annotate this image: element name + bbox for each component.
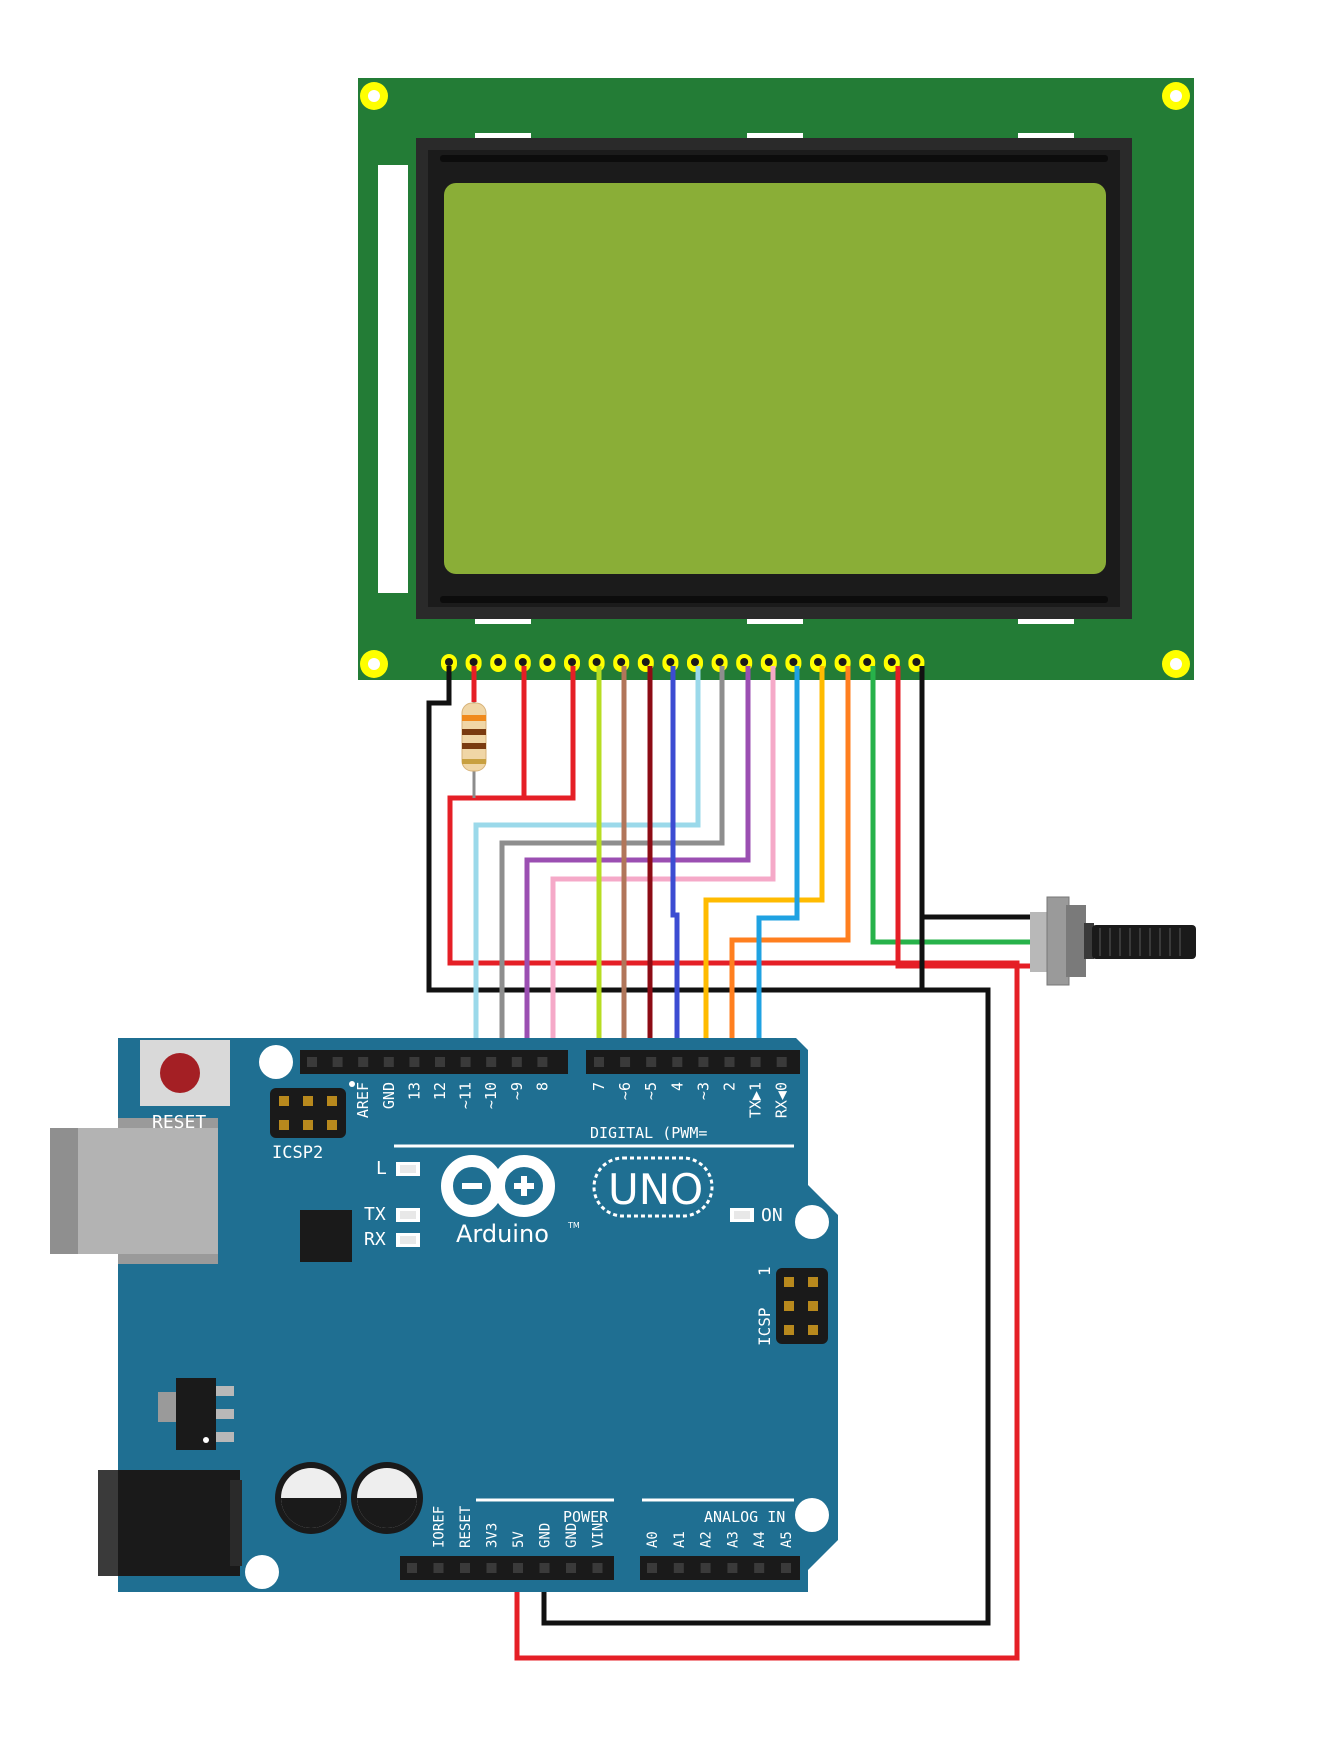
lcd-pin (613, 654, 630, 672)
pin-label: ~10 (482, 1082, 500, 1109)
wire-lcd-to-d10 (499, 666, 725, 1063)
pin-label: ~9 (508, 1082, 526, 1100)
voltage-regulator (158, 1378, 234, 1450)
analog-header (640, 1556, 800, 1580)
power-label: POWER (563, 1508, 609, 1526)
icsp-pin1-label: 1 (755, 1266, 774, 1276)
lcd-header-pins (441, 654, 925, 672)
icsp-header (776, 1268, 828, 1344)
pin-label: 7 (590, 1082, 608, 1091)
capacitor-2 (351, 1462, 423, 1534)
icsp2-header (270, 1081, 355, 1138)
wire-lcd-to-d3 (703, 666, 825, 1063)
lcd-pin (441, 654, 457, 672)
board-pcb (118, 1038, 838, 1592)
microcontroller-chip (300, 1210, 352, 1262)
pin-label: ~3 (694, 1082, 712, 1100)
lcd-screen (444, 183, 1106, 574)
capacitor-1 (275, 1462, 347, 1534)
pin-label: ~6 (616, 1082, 634, 1100)
led-l: L (376, 1158, 420, 1179)
digital-label: DIGITAL (PWM= (590, 1124, 707, 1142)
pin-label: 13 (405, 1082, 423, 1100)
lcd-pin (662, 654, 679, 672)
lcd-backlight-strip (378, 165, 408, 593)
pin-label: TX▶1 (747, 1082, 765, 1118)
power-jack (98, 1470, 242, 1576)
pin-label: 5V (511, 1531, 527, 1548)
icsp2-label: ICSP2 (272, 1143, 323, 1163)
pin-label: A0 (645, 1531, 661, 1548)
pin-label: IOREF (432, 1506, 448, 1548)
led-tx: TX (364, 1204, 420, 1225)
usb-connector (50, 1118, 218, 1264)
led-on: ON (730, 1205, 783, 1226)
pin-label: GND (538, 1523, 554, 1548)
lcd-mounting-holes (360, 82, 1190, 678)
pin-label: 8 (533, 1082, 551, 1091)
reset-button[interactable] (140, 1040, 230, 1106)
potentiometer (1030, 896, 1196, 986)
bottom-header-holes (407, 1563, 791, 1573)
lcd-pin (564, 654, 580, 672)
digital-pin-labels: AREF GND 13 12 ~11 ~10 ~9 8 7 ~6 ~5 4 ~3 2 TX▶1 RX◀0 (354, 1082, 791, 1118)
digital-header-left (300, 1050, 568, 1074)
pin-label: ~11 (457, 1082, 475, 1109)
led-rx: RX (364, 1229, 420, 1250)
analog-label: ANALOG IN (704, 1508, 785, 1526)
wire-lcd-to-d4 (670, 666, 680, 1063)
pin-label: ~5 (642, 1082, 660, 1100)
reset-label: RESET (152, 1112, 206, 1133)
digital-header-right (586, 1050, 800, 1074)
wire-pot-wiper (870, 666, 1045, 945)
pin-label: GND (380, 1082, 398, 1109)
lcd-module (358, 78, 1194, 680)
icsp-label: ICSP (755, 1307, 774, 1346)
lcd-pin (465, 654, 482, 672)
wire-lcd-to-d9 (524, 666, 751, 1063)
pin-label: A3 (725, 1531, 741, 1548)
brand-name: Arduino (456, 1220, 549, 1248)
pin-label: AREF (354, 1082, 372, 1118)
bottom-pin-labels: IOREF RESET 3V3 5V GND GND VIN A0 A1 A2 A3 A4 A5 (432, 1505, 796, 1548)
pin-label: A4 (752, 1531, 768, 1548)
pin-label: A2 (699, 1531, 715, 1548)
pin-label: RESET (458, 1505, 474, 1548)
pin-label: VIN (591, 1523, 607, 1548)
wires (426, 666, 1045, 1661)
pin-label: 3V3 (485, 1523, 501, 1548)
lcd-bezel-tabs (475, 133, 1074, 624)
wire-lcd-to-d8 (550, 666, 776, 1063)
lcd-pin (687, 654, 703, 672)
pin-label: 2 (721, 1082, 739, 1091)
pin-label: 4 (668, 1082, 686, 1091)
pin-label: RX◀0 (773, 1082, 791, 1118)
model-name: UNO (608, 1165, 703, 1214)
svg-text:RX: RX (364, 1229, 386, 1250)
digital-header-holes (307, 1057, 787, 1067)
wire-pot-vcc (895, 666, 1045, 969)
resistor (461, 702, 487, 772)
power-header (400, 1556, 614, 1580)
trademark: TM (567, 1221, 580, 1230)
pin-label: 12 (431, 1082, 449, 1100)
svg-text:ON: ON (761, 1205, 783, 1226)
lcd-pin (490, 654, 507, 672)
svg-text:TX: TX (364, 1204, 386, 1225)
wire-lcd-to-d1 (756, 666, 800, 1063)
pin-label: GND (564, 1523, 580, 1548)
svg-text:L: L (376, 1158, 387, 1179)
arduino-logo-icon (441, 1155, 555, 1217)
lcd-pin (539, 654, 556, 672)
wire-lcd-to-d11 (473, 666, 701, 1063)
model-badge (592, 1156, 714, 1218)
lcd-pin (514, 654, 531, 672)
pin-label: A1 (672, 1531, 688, 1548)
wire-lcd-to-d2 (729, 666, 851, 1063)
pin-label: A5 (779, 1531, 795, 1548)
